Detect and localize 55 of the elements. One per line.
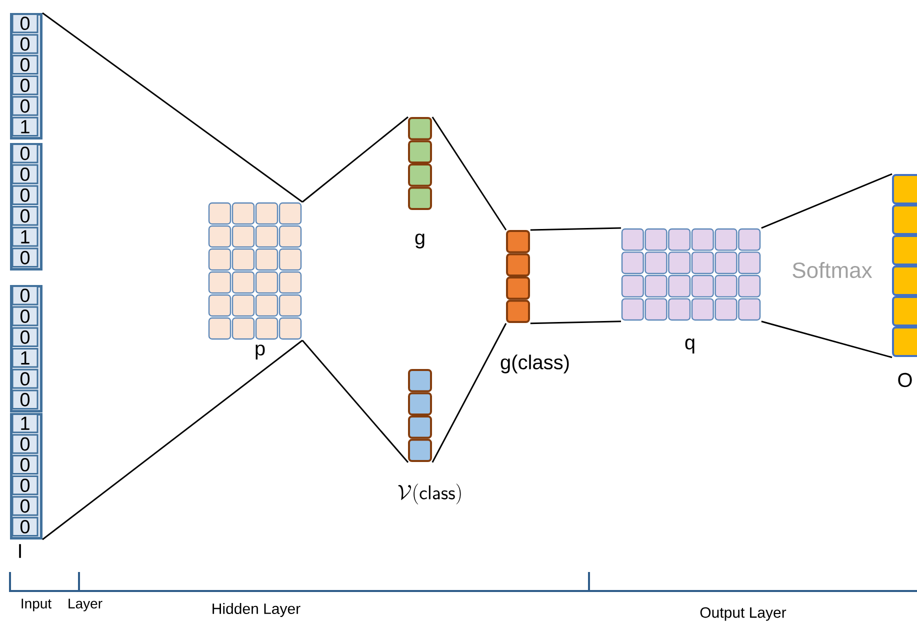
digit-cell: 0 [12,327,38,347]
connector-line [761,320,892,358]
node-caption: I [19,544,21,558]
connector-line [302,116,408,203]
connector-line [530,227,622,231]
digit-cell: 0 [12,434,38,454]
connector-line [302,340,409,463]
digit-cell: 0 [12,164,38,184]
softmax-label: Softmax [792,262,872,278]
digit-cell: 0 [12,185,38,205]
input-vector [10,143,42,270]
axis-label: Output Layer [700,607,786,621]
matrix-grid [208,202,302,340]
matrix-grid [621,228,761,321]
connector-line [42,340,303,540]
digit-cell: 0 [12,475,38,496]
connector-line [432,323,507,463]
connector-line [530,320,622,324]
digit-cell: 1 [12,226,38,247]
axis-label: Hidden Layer [212,603,300,617]
digit-cell: 1 [12,116,38,137]
vector-column [408,369,432,462]
connector-line [42,12,303,203]
digit-cell: 0 [12,454,38,475]
input-vector [10,413,42,540]
digit-cell: 0 [12,144,38,164]
connector-line [432,116,507,230]
vector-column [506,230,530,323]
digit-cell: 0 [12,516,38,537]
node-caption: g [415,234,424,248]
input-vector [10,13,42,140]
digit-cell: 0 [12,248,38,268]
digit-cell: 0 [12,286,38,306]
axis-label: Layer [68,598,102,612]
digit-cell: 0 [12,368,38,389]
digit-cell: 0 [12,54,38,75]
node-caption: q [685,338,694,354]
node-caption: p [256,344,265,360]
digit-cell: 0 [12,390,38,410]
digit-cell: 0 [12,306,38,326]
node-caption: $\mathcal{V}(\mathsf{class})$ [398,484,461,504]
digit-cell: 0 [12,206,38,226]
axis-label: Input [22,598,52,612]
digit-cell: 1 [12,413,38,434]
digit-cell: 0 [12,13,38,34]
digit-cell: 0 [12,34,38,54]
connector-line [761,173,892,229]
digit-cell: 1 [12,348,38,368]
digit-cell: 0 [12,496,38,516]
vector-column [408,117,432,210]
node-caption: g(class) [500,354,569,374]
vector-column [892,174,917,357]
digit-cell: 0 [12,75,38,96]
digit-cell: 0 [12,96,38,116]
node-caption: O [898,372,912,388]
